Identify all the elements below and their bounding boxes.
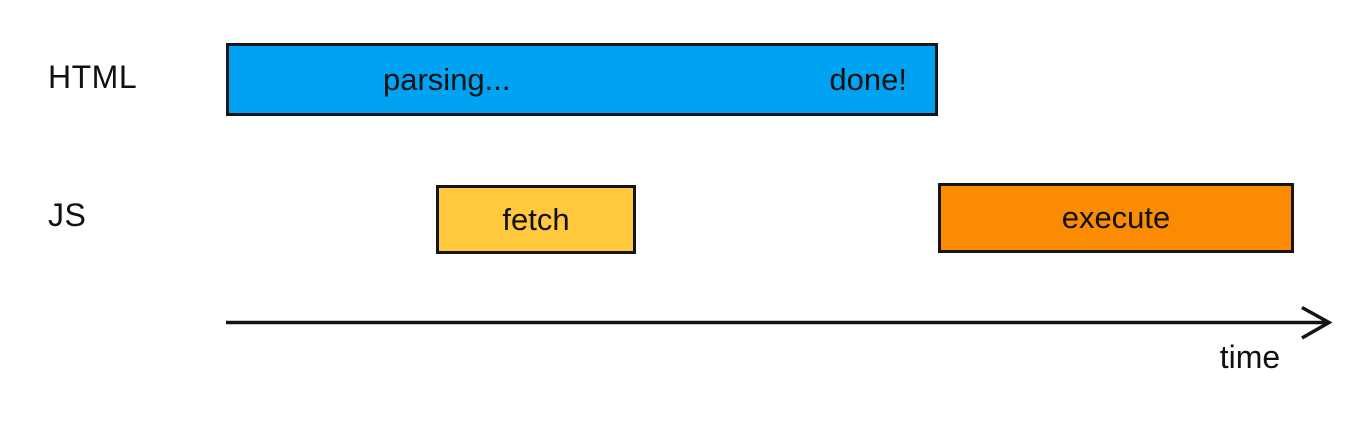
js-fetch-bar: fetch xyxy=(436,185,636,254)
fetch-label: fetch xyxy=(502,201,570,237)
parsing-done-label: done! xyxy=(829,61,907,97)
row-label-js: JS xyxy=(48,197,87,233)
parsing-status-label: parsing... xyxy=(383,61,511,97)
execute-label: execute xyxy=(1061,200,1171,235)
time-axis-label: time xyxy=(1219,339,1281,375)
row-label-html: HTML xyxy=(48,59,138,95)
js-execute-bar: execute xyxy=(938,183,1294,253)
html-parsing-bar: parsing... done! xyxy=(226,43,938,116)
